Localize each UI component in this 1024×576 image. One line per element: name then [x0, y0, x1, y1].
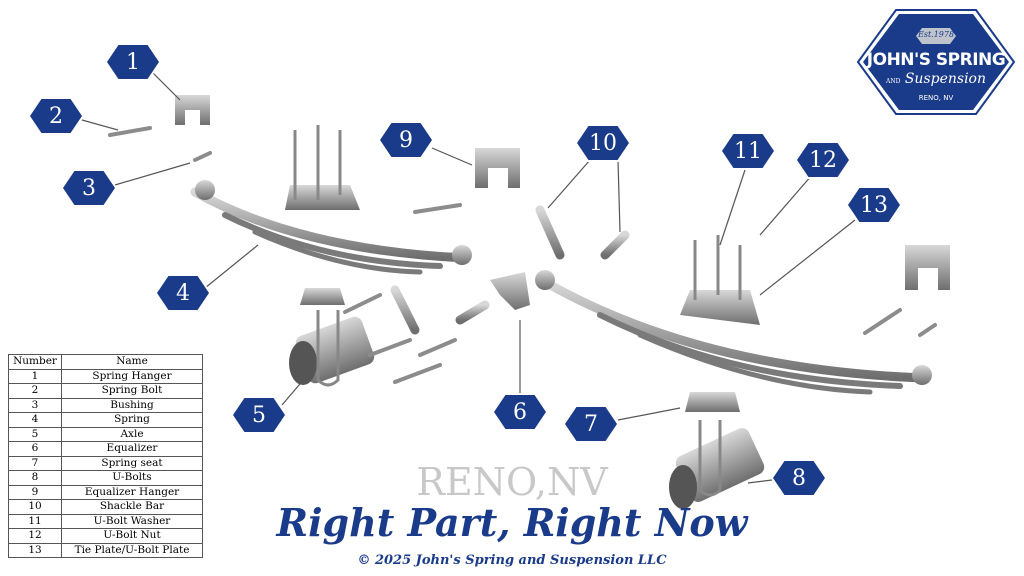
- bushing-eye: [535, 270, 555, 290]
- callout-2: 2: [28, 97, 84, 135]
- part-number: 5: [8, 426, 62, 442]
- bolts: [108, 126, 937, 384]
- watermark-text: RENO,NV: [416, 460, 608, 504]
- spring-seat: [300, 288, 345, 305]
- callout-8: 8: [771, 459, 827, 497]
- callout-5: 5: [231, 396, 287, 434]
- bushing-eye: [452, 245, 472, 265]
- part-name: Tie Plate/U-Bolt Plate: [61, 542, 203, 558]
- logo-subtitle: AND Suspension: [885, 71, 987, 87]
- equalizer-hanger: [475, 148, 520, 188]
- copyright: © 2025 John's Spring and Suspension LLC: [357, 553, 667, 568]
- callout-1: 1: [105, 43, 161, 81]
- leader-lines: [81, 69, 856, 484]
- part-name: U-Bolt Washer: [61, 513, 203, 529]
- callout-10: 10: [575, 124, 631, 162]
- bushing-eye: [912, 365, 932, 385]
- callout-9: 9: [378, 121, 434, 159]
- callout-11: 11: [720, 132, 776, 170]
- part-name: Spring Hanger: [61, 368, 203, 384]
- spring-hanger-right: [905, 245, 950, 290]
- part-number: 6: [8, 441, 62, 457]
- callout-13: 13: [846, 186, 902, 224]
- equalizer: [490, 272, 530, 310]
- left-leaf-spring: [190, 187, 470, 275]
- part-name: U-Bolts: [61, 470, 203, 486]
- callout-12: 12: [795, 141, 851, 179]
- part-name: Equalizer Hanger: [61, 484, 203, 500]
- part-name: Spring Bolt: [61, 383, 203, 399]
- tie-plate: [680, 290, 760, 325]
- slogan: Right Part, Right Now: [276, 500, 748, 545]
- axle-left: [289, 316, 375, 385]
- part-name: Equalizer: [61, 441, 203, 457]
- part-name: Axle: [61, 426, 203, 442]
- shackle-bars: [390, 205, 630, 335]
- part-name: Spring: [61, 412, 203, 428]
- u-bolts: [293, 125, 742, 497]
- spring-hanger: [175, 95, 210, 125]
- part-number: 4: [8, 412, 62, 428]
- callout-7: 7: [563, 405, 619, 443]
- callout-6: 6: [492, 393, 548, 431]
- bushing-eye: [195, 180, 215, 200]
- part-name: Bushing: [61, 397, 203, 413]
- part-number: 1: [8, 368, 62, 384]
- spring-seat: [685, 392, 740, 412]
- right-leaf-spring: [540, 277, 930, 395]
- part-number: 2: [8, 383, 62, 399]
- part-number: 3: [8, 397, 62, 413]
- callout-4: 4: [155, 274, 211, 312]
- callout-3: 3: [61, 169, 117, 207]
- company-logo: Est.1978 JOHN'S SPRING AND Suspension RE…: [856, 8, 1016, 116]
